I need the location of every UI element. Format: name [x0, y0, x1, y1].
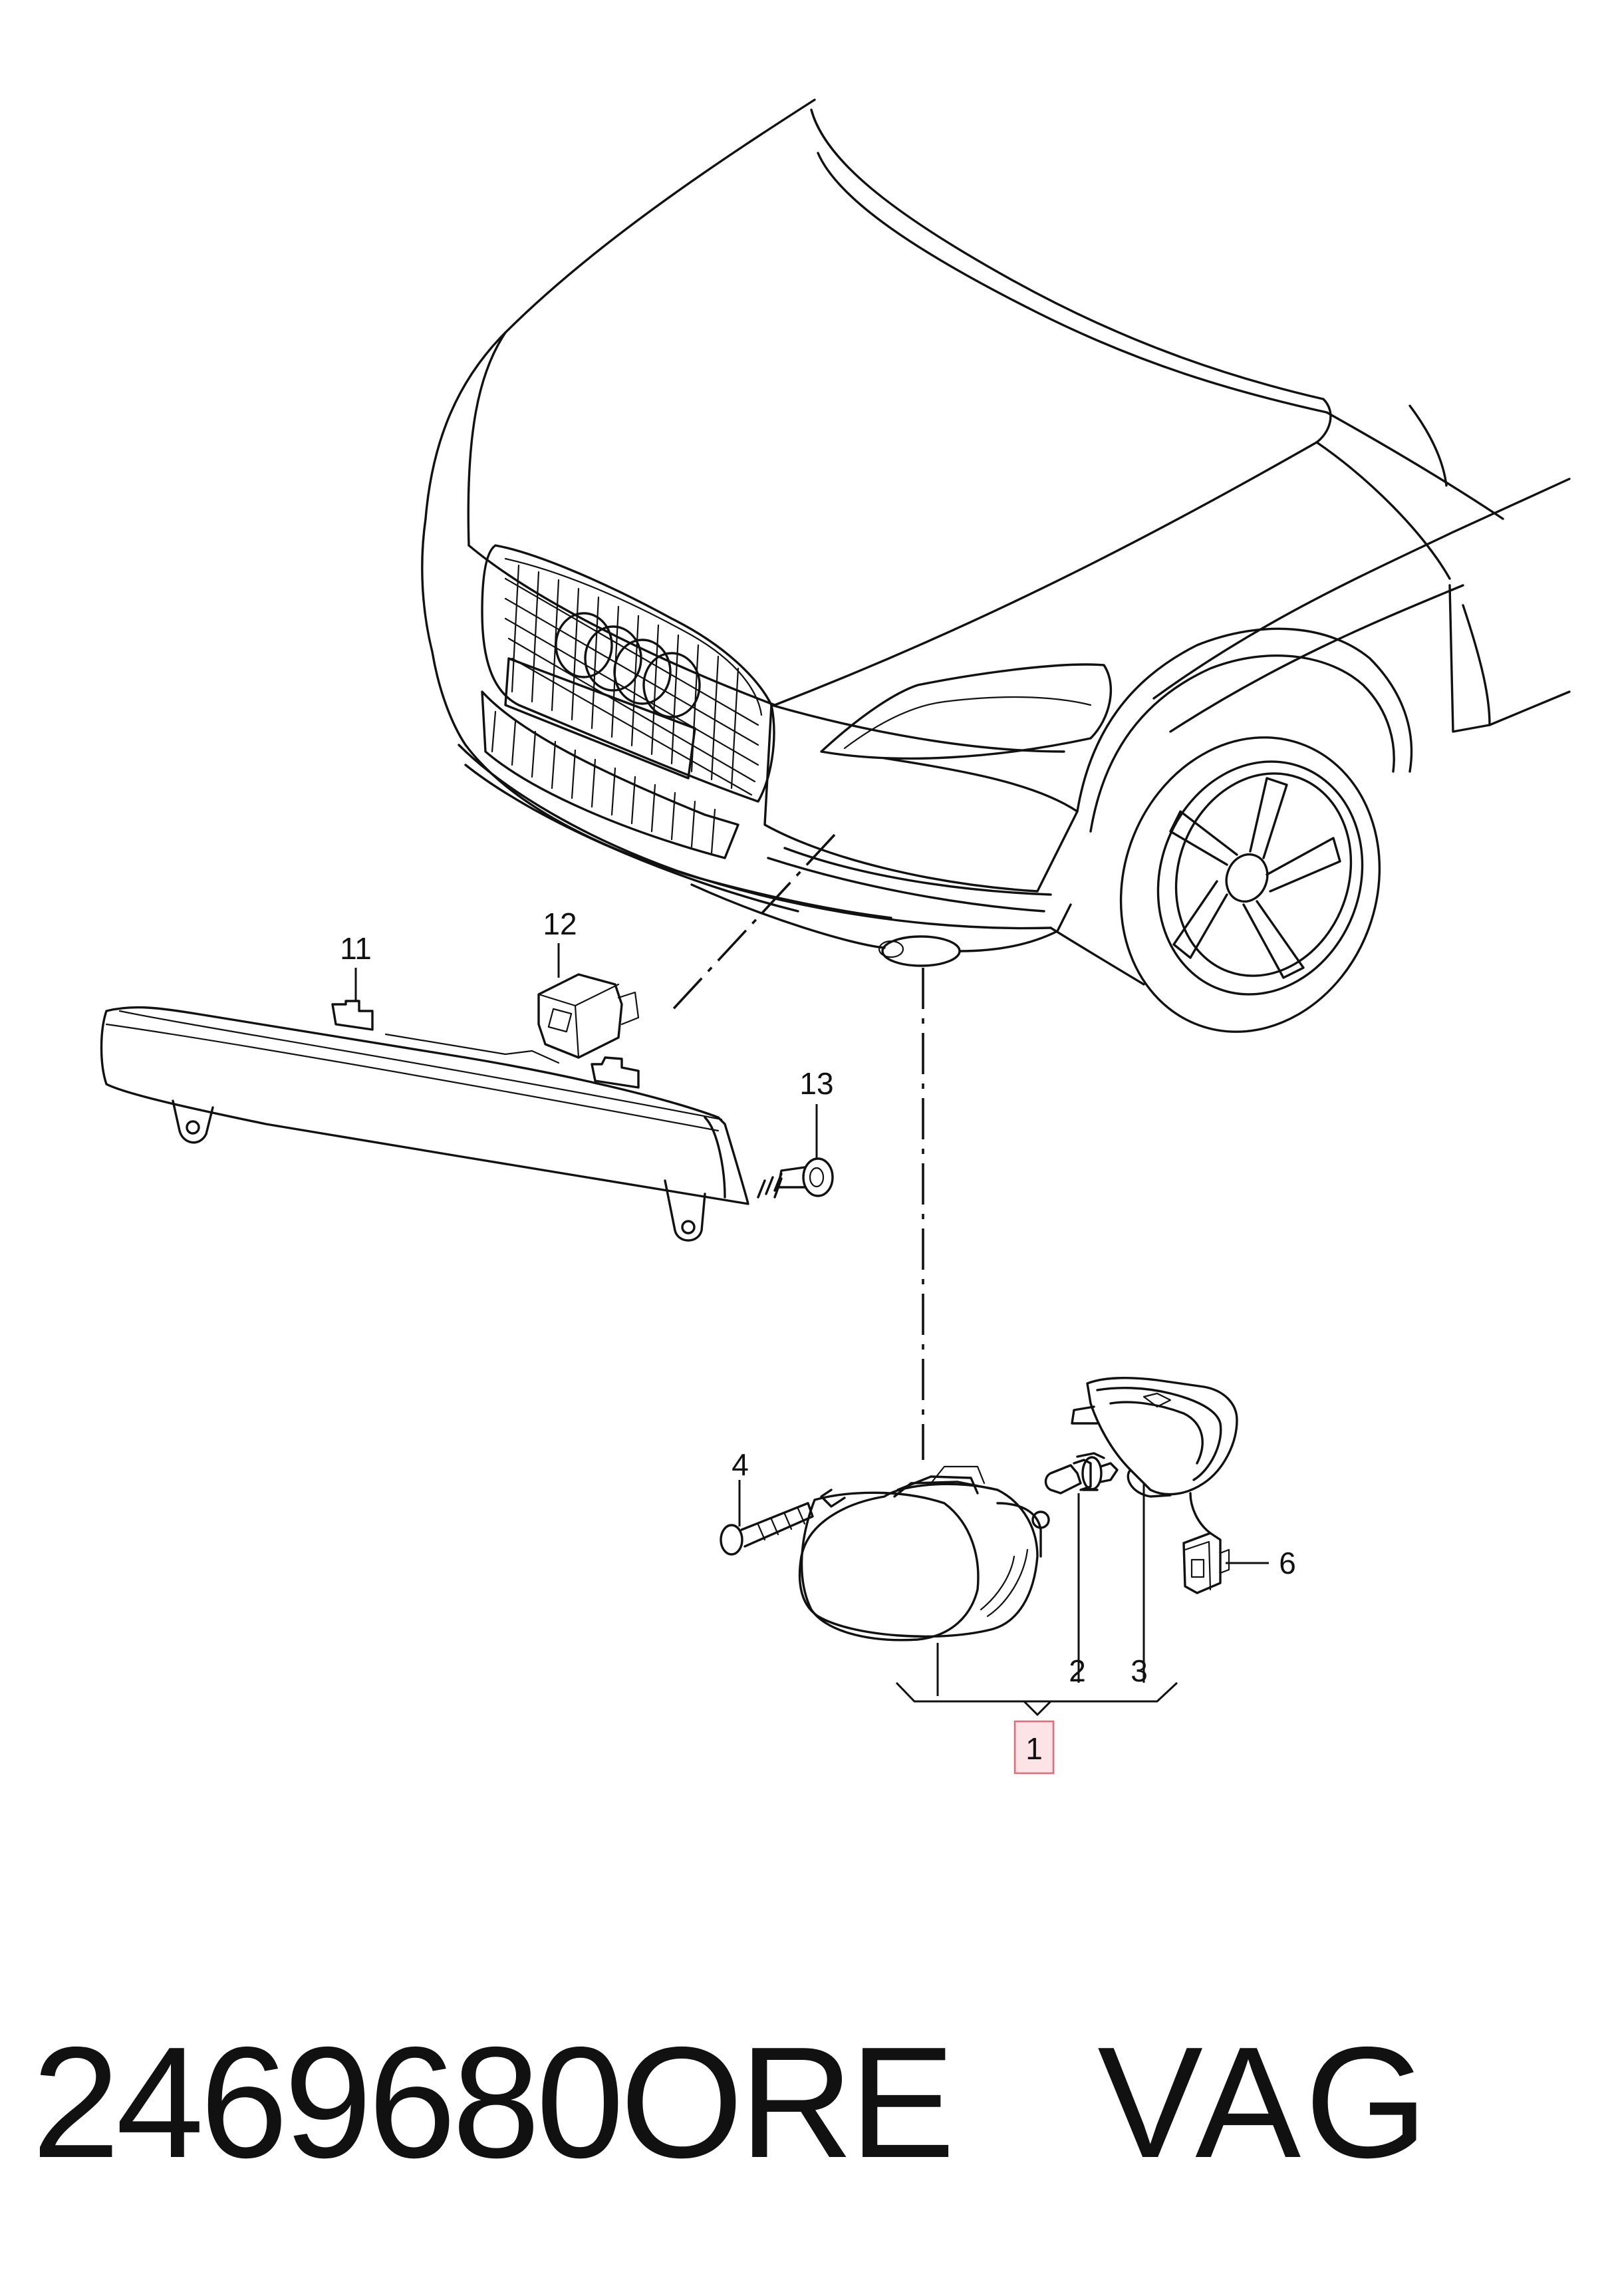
callout-11[interactable]: 11	[340, 931, 372, 966]
part-2-bulb	[1044, 1452, 1119, 1495]
part-3-bracket	[1071, 1377, 1238, 1498]
brand-name: VAG	[1097, 2015, 1432, 2191]
part-6-plug	[1182, 1492, 1230, 1594]
grille-mesh	[504, 564, 759, 796]
car-front-illustration	[421, 98, 1571, 1033]
wheel	[1119, 736, 1381, 1033]
leader-lines	[354, 943, 1269, 1717]
callout-1-highlight	[1013, 1720, 1055, 1775]
part-number: 2469680ORE	[32, 2015, 955, 2191]
callout-13[interactable]: 13	[799, 1066, 833, 1101]
callout-6[interactable]: 6	[1279, 1546, 1296, 1580]
callout-labels: 1 2 3 4 6 11 12 13	[340, 907, 1296, 1775]
audi-rings-logo	[555, 612, 701, 718]
callout-1[interactable]: 1	[1025, 1731, 1043, 1766]
part-13-bolt	[757, 1157, 834, 1199]
alignment-line-trim	[667, 833, 836, 1016]
part-11-trim-strip	[100, 1000, 749, 1242]
callout-4[interactable]: 4	[732, 1447, 749, 1482]
part-1-fog-lamp	[798, 1465, 1050, 1642]
callout-2[interactable]: 2	[1069, 1653, 1086, 1688]
callout-3[interactable]: 3	[1131, 1653, 1148, 1688]
part-info-caption: 2469680ORE VAG	[32, 2003, 1581, 2203]
callout-12[interactable]: 12	[543, 907, 577, 941]
part-4-screw	[720, 1502, 814, 1556]
part-12-connector	[537, 973, 640, 1059]
